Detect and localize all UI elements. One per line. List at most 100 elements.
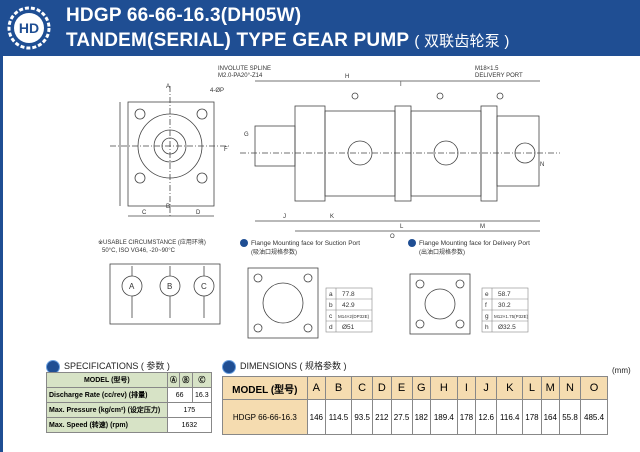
dim-label-h: H bbox=[345, 74, 349, 80]
specifications-heading: SPECIFICATIONS ( 参数 ) bbox=[46, 359, 170, 374]
specifications-title: SPECIFICATIONS bbox=[64, 361, 139, 371]
dim-value-k: 116.4 bbox=[496, 399, 524, 435]
dim-label-m: M bbox=[480, 224, 485, 230]
dim-header-l: L bbox=[522, 376, 542, 400]
spec-label-speed: Max. Speed (转速) (rpm) bbox=[46, 417, 168, 433]
dim-label-n: N bbox=[540, 162, 544, 168]
dim-value-g: 182 bbox=[411, 399, 431, 435]
delivery-val-g: M12×1.75(P32E) bbox=[494, 314, 529, 319]
spec-header-row: MODEL (型号) Ⓐ Ⓑ Ⓒ bbox=[46, 372, 213, 388]
dimensions-unit: (mm) bbox=[612, 366, 631, 375]
delivery-val-e: 58.7 bbox=[498, 291, 511, 298]
dim-value-c: 93.5 bbox=[351, 399, 374, 435]
spec-header-c: Ⓒ bbox=[191, 372, 213, 388]
specifications-table: MODEL (型号) Ⓐ Ⓑ Ⓒ Discharge Rate (cc/rev)… bbox=[46, 372, 213, 433]
delivery-val-f: 30.2 bbox=[498, 302, 511, 309]
dim-value-h: 189.4 bbox=[429, 399, 458, 435]
dim-label-g: G bbox=[244, 132, 249, 138]
dim-values-row: HDGP 66-66-16.3 146 114.5 93.5 212 27.5 … bbox=[222, 399, 608, 435]
dim-header-model: MODEL (型号) bbox=[222, 376, 308, 400]
dim-value-a: 146 bbox=[306, 399, 326, 435]
dim-header-row: MODEL (型号) A B C D E G H I J K L M N O bbox=[222, 376, 608, 400]
page-subtitle: TANDEM(SERIAL) TYPE GEAR PUMP ( 双联齿轮泵 ) bbox=[66, 30, 510, 52]
dim-header-e: E bbox=[390, 376, 413, 400]
dim-header-a: A bbox=[306, 376, 326, 400]
svg-text:HD: HD bbox=[19, 20, 39, 36]
dim-label-d: D bbox=[196, 210, 201, 216]
spline-note-2: M2.0-PA20°-Z14 bbox=[218, 73, 263, 79]
suction-bullet-icon bbox=[240, 239, 248, 247]
title-banner: HD HDGP 66-66-16.3(DH05W) TANDEM(SERIAL)… bbox=[0, 0, 640, 56]
delivery-bullet-icon bbox=[408, 239, 416, 247]
suction-key-b: b bbox=[329, 302, 333, 309]
dim-header-o: O bbox=[580, 376, 608, 400]
spline-note-1: INVOLUTE SPLINE bbox=[218, 66, 271, 72]
spec-header-a: Ⓐ bbox=[166, 372, 181, 388]
dim-header-m: M bbox=[540, 376, 560, 400]
usable-circumstance-title: ※USABLE CIRCUMSTANCE (应用环境) bbox=[98, 238, 206, 246]
dim-label-o: O bbox=[390, 234, 395, 240]
delivery-key-f: f bbox=[485, 302, 487, 309]
front-view-body bbox=[127, 101, 215, 207]
dim-label-c: C bbox=[142, 210, 147, 216]
suction-val-c: M14×2(DP32E) bbox=[338, 314, 370, 319]
suction-key-c: c bbox=[329, 313, 333, 320]
dim-value-l: 178 bbox=[522, 399, 542, 435]
delivery-title: Flange Mounting face for Delivery Port bbox=[419, 240, 530, 247]
spec-row-speed: Max. Speed (转速) (rpm) 1632 bbox=[46, 417, 213, 433]
usable-circumstance-line: 50°C, ISO VG46, -20~90°C bbox=[102, 248, 176, 254]
suction-key-d: d bbox=[329, 324, 333, 331]
dimensions-bullet-icon bbox=[222, 359, 236, 374]
spec-label-discharge: Discharge Rate (cc/rev) (排量) bbox=[46, 387, 168, 403]
delivery-note-2: DELIVERY PORT bbox=[475, 73, 523, 79]
delivery-title-cn: (出油口规格参数) bbox=[419, 248, 465, 256]
spec-row-pressure: Max. Pressure (kg/cm²) (设定压力) 175 bbox=[46, 402, 213, 418]
dim-header-j: J bbox=[475, 376, 498, 400]
dimensions-heading: DIMENSIONS ( 规格参数 ) bbox=[222, 359, 347, 374]
delivery-key-g: g bbox=[485, 313, 489, 320]
dim-label-f: F bbox=[224, 147, 228, 153]
delivery-note-1: M18×1.5 bbox=[475, 66, 499, 72]
dim-label-b: B bbox=[166, 204, 170, 210]
spec-row-discharge: Discharge Rate (cc/rev) (排量) 66 16.3 bbox=[46, 387, 213, 403]
suction-val-a: 77.8 bbox=[342, 291, 355, 298]
spec-value-discharge-ab: 66 bbox=[166, 387, 193, 403]
dim-label-l: L bbox=[400, 224, 404, 230]
dim-value-o: 485.4 bbox=[580, 399, 608, 435]
dim-value-i: 178 bbox=[456, 399, 477, 435]
dimensions-title: DIMENSIONS bbox=[240, 361, 298, 371]
suction-val-d: Ø51 bbox=[342, 324, 355, 331]
delivery-key-h: h bbox=[485, 324, 489, 331]
dim-header-b: B bbox=[324, 376, 353, 400]
circuit-label-c: C bbox=[201, 282, 207, 291]
dim-header-i: I bbox=[456, 376, 477, 400]
page-title: HDGP 66-66-16.3(DH05W) bbox=[66, 5, 302, 26]
circuit-label-b: B bbox=[167, 282, 172, 291]
dim-value-d: 212 bbox=[372, 399, 392, 435]
specifications-title-cn: ( 参数 ) bbox=[140, 361, 170, 371]
dimensions-table: MODEL (型号) A B C D E G H I J K L M N O H… bbox=[222, 376, 608, 435]
dim-header-c: C bbox=[351, 376, 374, 400]
dim-value-b: 114.5 bbox=[324, 399, 353, 435]
spec-header-model: MODEL (型号) bbox=[46, 372, 168, 388]
suction-key-a: a bbox=[329, 291, 333, 298]
dim-value-n: 55.8 bbox=[558, 399, 582, 435]
suction-title: Flange Mounting face for Suction Port bbox=[251, 240, 360, 247]
spec-label-pressure: Max. Pressure (kg/cm²) (设定压力) bbox=[46, 402, 168, 418]
spec-value-pressure: 175 bbox=[166, 402, 213, 418]
dim-label-j: J bbox=[283, 214, 286, 220]
subtitle-cn: ( 双联齿轮泵 ) bbox=[414, 33, 510, 50]
subtitle-en: TANDEM(SERIAL) TYPE GEAR PUMP bbox=[66, 30, 409, 51]
dimensions-title-cn: ( 规格参数 ) bbox=[299, 361, 347, 371]
dim-header-d: D bbox=[372, 376, 392, 400]
circuit-label-a: A bbox=[129, 282, 135, 291]
dim-header-n: N bbox=[558, 376, 582, 400]
dim-model-value: HDGP 66-66-16.3 bbox=[222, 399, 308, 435]
dim-label-a: A bbox=[166, 84, 170, 90]
dim-header-h: H bbox=[429, 376, 458, 400]
dim-header-k: K bbox=[496, 376, 524, 400]
spec-value-discharge-c: 16.3 bbox=[191, 387, 213, 403]
suction-title-cn: (吸油口规格参数) bbox=[251, 248, 297, 256]
dim-value-j: 12.6 bbox=[475, 399, 498, 435]
suction-val-b: 42.9 bbox=[342, 302, 355, 309]
